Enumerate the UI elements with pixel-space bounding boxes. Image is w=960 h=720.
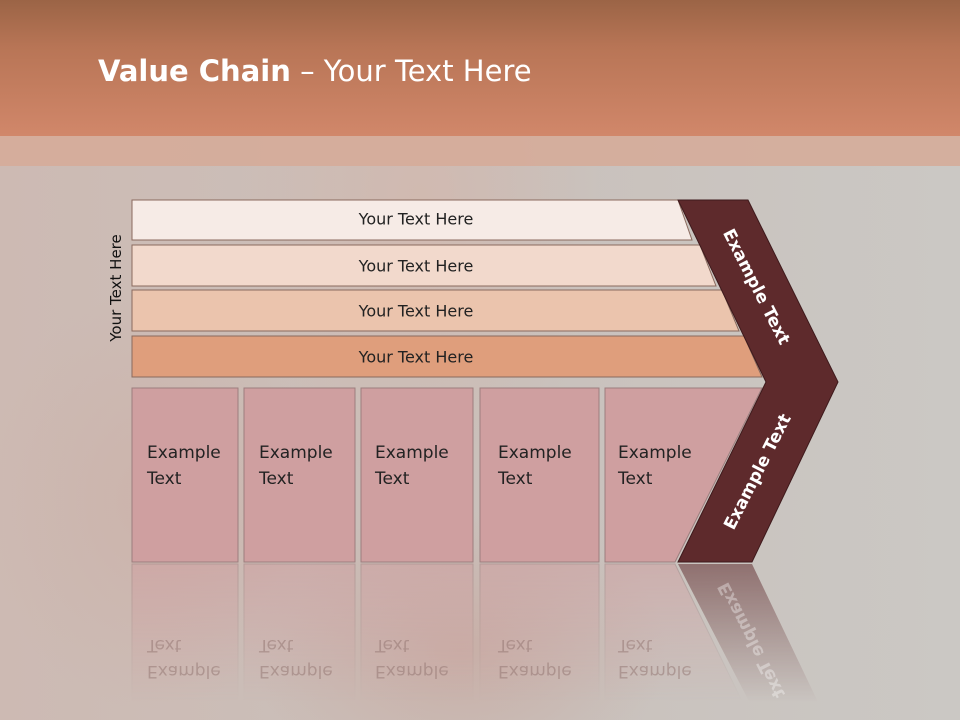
box-2 xyxy=(243,387,356,563)
box-3-line1: Example xyxy=(375,443,449,463)
box-3-text-reflection: Example Text xyxy=(375,632,449,684)
title-bold-part: Value Chain xyxy=(98,54,291,88)
box-1-text-reflection: Example Text xyxy=(147,632,221,684)
chevron-reflection xyxy=(678,564,827,720)
reflection-line1: Example xyxy=(375,661,449,681)
box-5-text: Example Text xyxy=(618,440,692,492)
bar-2 xyxy=(131,244,717,287)
box-1-line1: Example xyxy=(147,443,221,463)
box-5 xyxy=(604,387,763,563)
reflection-line2: Text xyxy=(375,635,410,655)
box-4-line1: Example xyxy=(498,443,572,463)
box-1-text: Example Text xyxy=(147,440,221,492)
chevron-arrow xyxy=(677,199,839,563)
reflection-line2: Text xyxy=(259,635,294,655)
reflection-line2: Text xyxy=(498,635,533,655)
reflection-line2: Text xyxy=(618,635,653,655)
box-5-text-reflection: Example Text xyxy=(618,632,692,684)
box-3-text: Example Text xyxy=(375,440,449,492)
box-3-line2: Text xyxy=(375,469,410,489)
reflection-line2: Text xyxy=(147,635,182,655)
box-reflection xyxy=(131,563,239,720)
bar-3 xyxy=(131,289,740,332)
box-1-line2: Text xyxy=(147,469,182,489)
title-header-band xyxy=(0,0,960,136)
box-3 xyxy=(360,387,474,563)
box-2-text-reflection: Example Text xyxy=(259,632,333,684)
box-2-line2: Text xyxy=(259,469,294,489)
bar-1 xyxy=(131,199,693,241)
box-reflection xyxy=(604,563,752,720)
reflection-line1: Example xyxy=(498,661,572,681)
box-4-line2: Text xyxy=(498,469,533,489)
box-reflection xyxy=(243,563,356,720)
header-accent-strip xyxy=(0,136,960,166)
box-reflection xyxy=(360,563,474,720)
slide-title: Value Chain – Your Text Here xyxy=(98,54,532,88)
bar-4 xyxy=(131,335,763,378)
box-5-line1: Example xyxy=(618,443,692,463)
box-2-text: Example Text xyxy=(259,440,333,492)
box-5-line2: Text xyxy=(618,469,653,489)
box-4 xyxy=(479,387,600,563)
bar-3-label: Your Text Here xyxy=(358,301,474,321)
reflection-group xyxy=(131,563,827,720)
reflection-line1: Example xyxy=(618,661,692,681)
box-reflection xyxy=(479,563,600,720)
bar-1-label: Your Text Here xyxy=(358,209,474,229)
bar-2-label: Your Text Here xyxy=(358,256,474,276)
box-4-text: Example Text xyxy=(498,440,572,492)
title-rest-part: – Your Text Here xyxy=(290,54,532,88)
reflection-line1: Example xyxy=(259,661,333,681)
box-1 xyxy=(131,387,239,563)
reflection-line1: Example xyxy=(147,661,221,681)
box-4-text-reflection: Example Text xyxy=(498,632,572,684)
box-2-line1: Example xyxy=(259,443,333,463)
bar-4-label: Your Text Here xyxy=(358,347,474,367)
